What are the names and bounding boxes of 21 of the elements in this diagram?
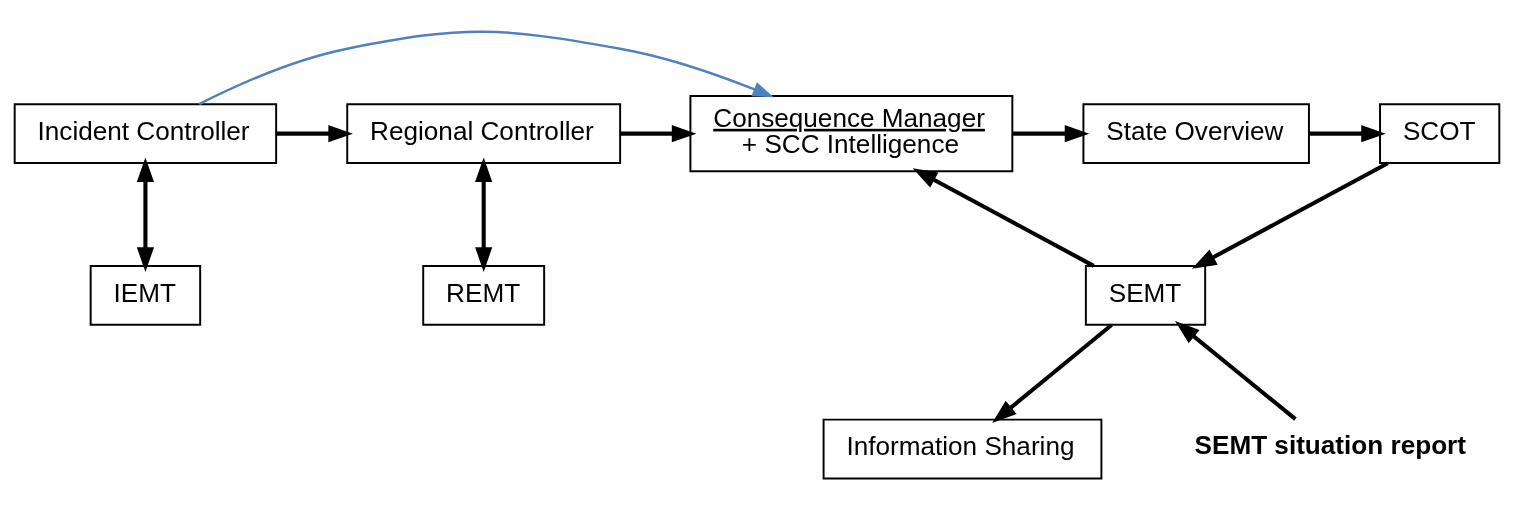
arrow bbox=[136, 157, 154, 272]
node-box: Information Sharing bbox=[822, 418, 1103, 480]
arrow bbox=[620, 125, 697, 143]
arrow bbox=[1175, 321, 1297, 421]
arrow bbox=[276, 125, 353, 143]
arrow bbox=[992, 323, 1113, 424]
node-box: State Overview bbox=[1082, 103, 1310, 165]
node-box: Regional Controller bbox=[346, 103, 622, 165]
node-box: REMT bbox=[422, 265, 546, 326]
node-box: SCOT bbox=[1379, 103, 1501, 165]
node-box: SEMT bbox=[1084, 265, 1207, 326]
arrow bbox=[1309, 125, 1386, 143]
node-box: Consequence Manager + SCC Intelligence bbox=[689, 95, 1014, 173]
arrow bbox=[912, 168, 1095, 268]
node-box: IEMT bbox=[89, 265, 202, 326]
node-box: Incident Controller bbox=[13, 103, 278, 165]
arrow bbox=[1191, 161, 1389, 269]
node-text: SEMT situation report bbox=[1194, 429, 1466, 460]
arrow bbox=[1013, 125, 1090, 143]
arrow bbox=[198, 30, 774, 106]
arrow bbox=[475, 157, 493, 272]
